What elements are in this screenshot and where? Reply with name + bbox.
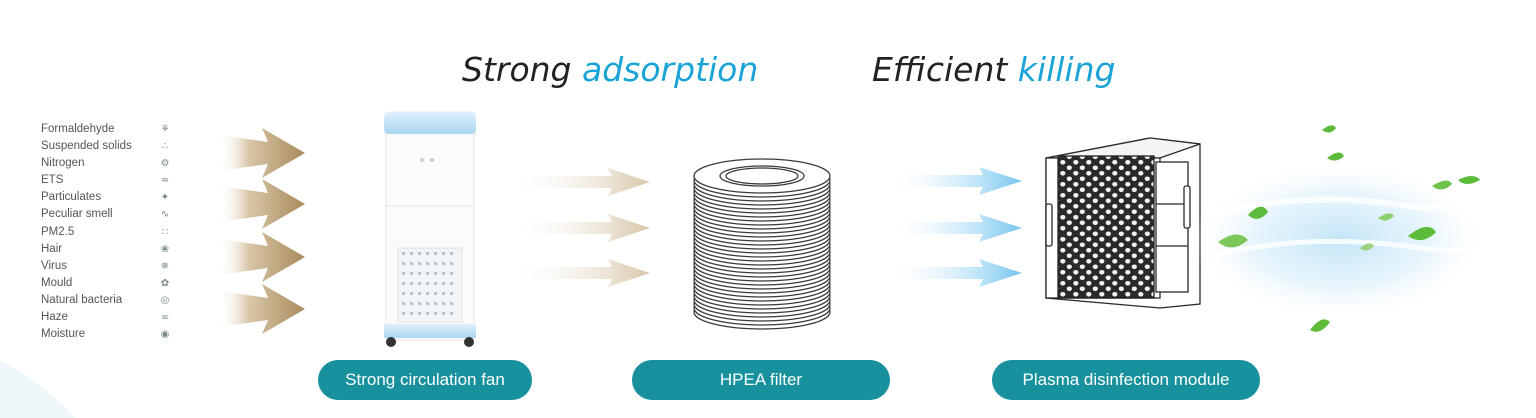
droplet-icon: ◉ xyxy=(160,329,170,341)
cigarette-icon: ≈ xyxy=(160,175,170,187)
virus-icon: ✵ xyxy=(160,260,170,272)
hepa-filter-cylinder xyxy=(693,158,831,330)
headline-accent-text: adsorption xyxy=(582,50,759,89)
pollutant-item: Peculiar smell xyxy=(41,208,113,221)
headline-plain-text: Strong xyxy=(462,50,582,89)
bacteria-icon: ◎ xyxy=(160,294,170,306)
stage-label-filter: HPEA filter xyxy=(632,360,890,400)
headline-strong-adsorption: Strong adsorption xyxy=(462,50,758,89)
spore-icon: ✿ xyxy=(160,277,170,289)
hair-icon: ❀ xyxy=(160,243,170,255)
pollutant-item: Suspended solids xyxy=(41,140,132,153)
pollutant-list: Formaldehyde Suspended solids Nitrogen E… xyxy=(41,121,132,343)
leaves xyxy=(1218,125,1480,332)
dots-icon: ∴ xyxy=(161,141,169,153)
pollutant-item: Haze xyxy=(41,311,68,324)
headline-plain-text: Efficient xyxy=(872,50,1018,89)
headline-accent-text: killing xyxy=(1017,50,1116,89)
brown-arrows-inflow xyxy=(218,128,305,334)
pollutant-item: Nitrogen xyxy=(41,157,85,170)
pollutant-item: ETS xyxy=(41,174,64,187)
pollutant-icon-column: ⚘ ∴ ⚙ ≈ ✦ ∿ ∷ ❀ ✵ ✿ ◎ ∞ ◉ xyxy=(154,121,176,343)
pollutant-item: Hair xyxy=(41,242,63,255)
pollutant-item: Natural bacteria xyxy=(41,293,123,306)
smell-icon: ∿ xyxy=(160,209,170,221)
stage-label-fan: Strong circulation fan xyxy=(318,360,532,400)
pollutant-item: PM2.5 xyxy=(41,225,75,238)
particle-icon: ∷ xyxy=(161,226,169,238)
pollutant-item: Formaldehyde xyxy=(41,123,115,135)
plasma-module-box xyxy=(1045,137,1201,309)
brown-arrows-to-filter xyxy=(508,168,650,287)
pollutant-item: Moisture xyxy=(41,328,86,341)
corner-tint xyxy=(0,360,75,418)
stage-label-plasma: Plasma disinfection module xyxy=(992,360,1260,400)
pollutant-item: Mould xyxy=(41,276,73,289)
haze-icon: ∞ xyxy=(160,312,170,324)
pollutant-item: Virus xyxy=(41,259,67,272)
air-purifier-tower xyxy=(384,111,476,347)
dust-icon: ✦ xyxy=(160,192,170,204)
blue-arrows-to-plasma xyxy=(884,167,1022,287)
leaf-molecule-icon: ⚘ xyxy=(160,124,170,135)
headline-efficient-killing: Efficient killing xyxy=(872,50,1115,89)
gear-molecule-icon: ⚙ xyxy=(160,158,170,170)
pollutant-item: Particulates xyxy=(41,191,102,204)
